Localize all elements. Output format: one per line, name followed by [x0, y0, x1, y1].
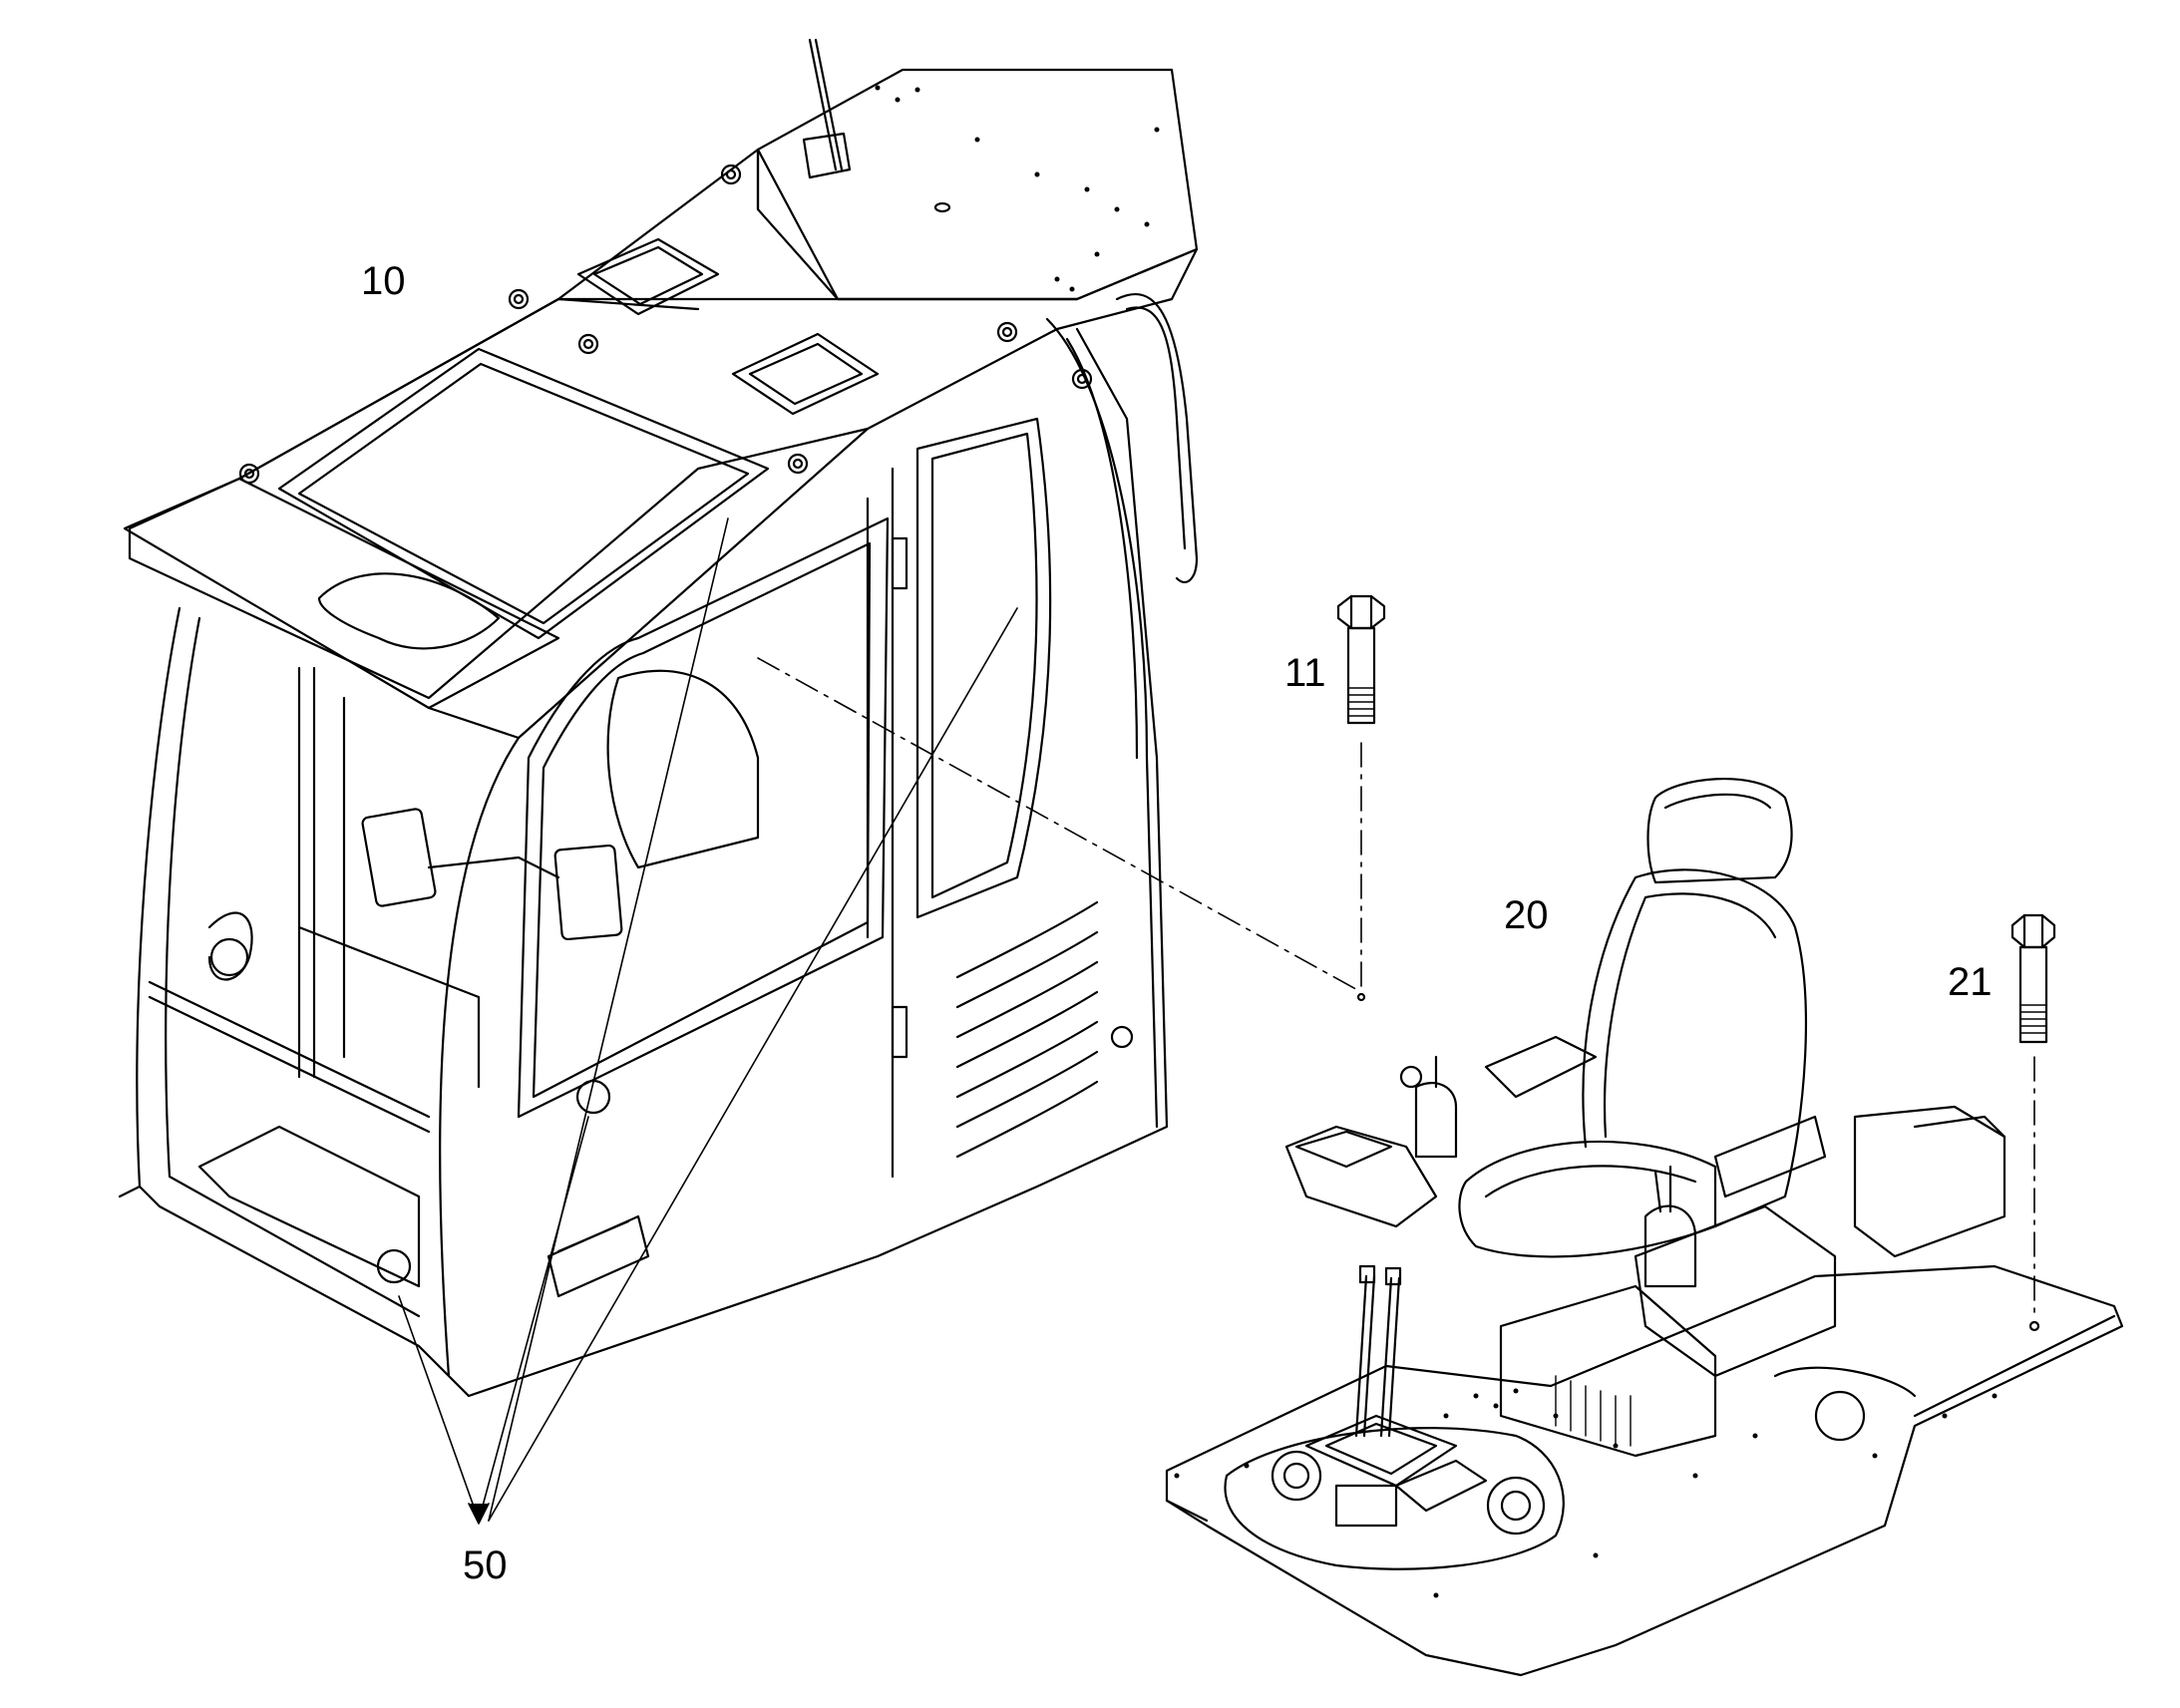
sun-visor	[123, 477, 560, 710]
seat-back	[1582, 868, 1807, 1228]
skylight	[277, 347, 770, 640]
assembly-centerlines	[757, 657, 2035, 1317]
floor-plate	[1165, 1264, 2124, 1677]
travel-pedals	[1304, 1414, 1458, 1488]
seat-cushion	[1458, 1140, 1717, 1258]
cab-assembly	[118, 38, 1199, 1398]
roof-hatch-front	[576, 237, 720, 316]
callout-50-leaders	[398, 517, 1018, 1525]
front-frame	[136, 606, 521, 1398]
right-joystick	[1643, 1204, 1697, 1288]
side-vents	[955, 900, 1099, 1159]
roof-panel	[128, 148, 1199, 700]
rear-handrail	[1115, 293, 1199, 583]
roof-bolts	[238, 164, 1093, 485]
left-joystick	[1414, 1082, 1458, 1159]
bolt-21	[2010, 913, 2056, 1044]
callout-20: 20	[1504, 893, 1549, 937]
seat-floor-assembly	[1165, 777, 2124, 1677]
callout-50: 50	[463, 1543, 508, 1587]
headrest	[1646, 777, 1793, 884]
cab-side-body	[467, 327, 1169, 1398]
roof-hatch-rear	[731, 332, 880, 416]
bolt-11	[1336, 594, 1386, 725]
door-frame	[517, 516, 890, 1119]
callout-21: 21	[1948, 960, 1993, 1004]
left-console	[1284, 1125, 1438, 1228]
callout-10: 10	[361, 259, 406, 303]
antenna	[802, 38, 852, 179]
callout-11: 11	[1284, 651, 1326, 695]
right-console	[1634, 1204, 1837, 1378]
